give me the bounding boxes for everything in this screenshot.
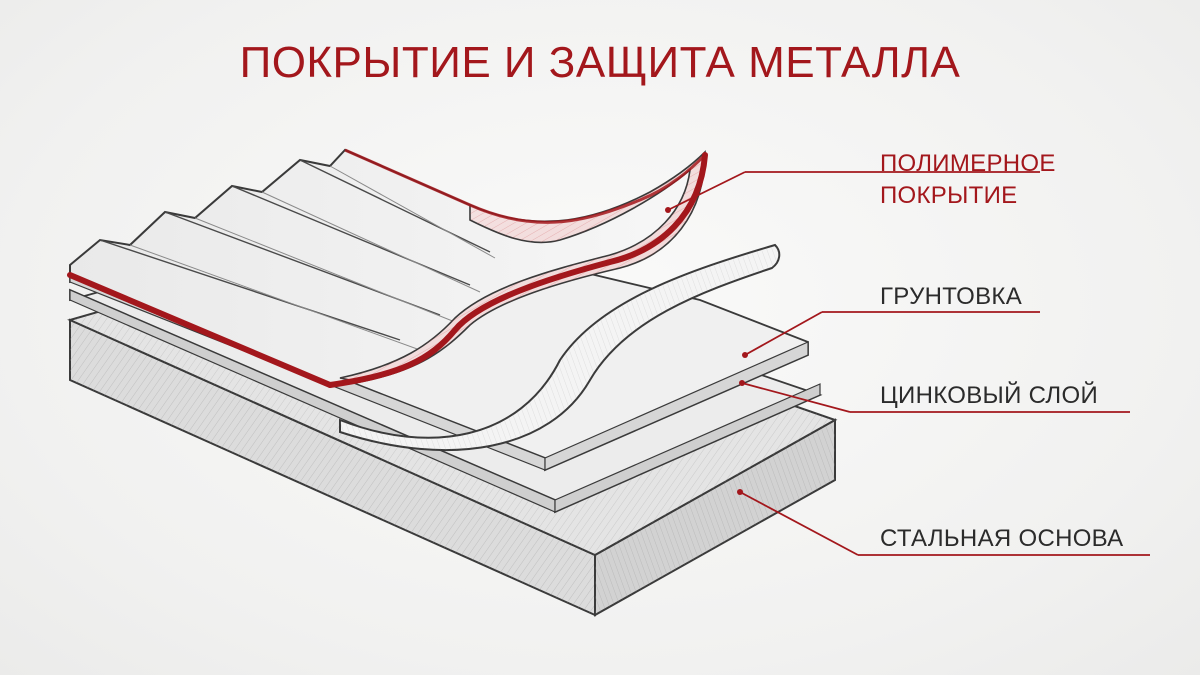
leader-dot-primer — [742, 352, 748, 358]
label-polymer-line-2: ПОКРЫТИЕ — [880, 182, 1018, 209]
leader-dot-steel — [737, 489, 743, 495]
polymer-coating-layer — [67, 148, 708, 388]
leader-dot-zinc — [739, 380, 745, 386]
label-primer: ГРУНТОВКА — [880, 283, 1023, 310]
leader-lines — [667, 171, 1150, 556]
label-polymer-coating: ПОЛИМЕРНОЕ ПОКРЫТИЕ — [880, 148, 1056, 212]
leader-steel — [739, 491, 859, 556]
leader-dot-polymer — [665, 207, 671, 213]
leader-dots — [665, 207, 748, 495]
leader-primer — [744, 311, 823, 356]
leader-zinc — [741, 382, 851, 413]
label-zinc-layer: ЦИНКОВЫЙ СЛОЙ — [880, 382, 1098, 409]
page-title: ПОКРЫТИЕ И ЗАЩИТА МЕТАЛЛА — [239, 38, 961, 87]
leader-polymer — [667, 171, 746, 211]
label-steel-base: СТАЛЬНАЯ ОСНОВА — [880, 525, 1124, 552]
label-polymer-line-1: ПОЛИМЕРНОЕ — [880, 150, 1056, 177]
